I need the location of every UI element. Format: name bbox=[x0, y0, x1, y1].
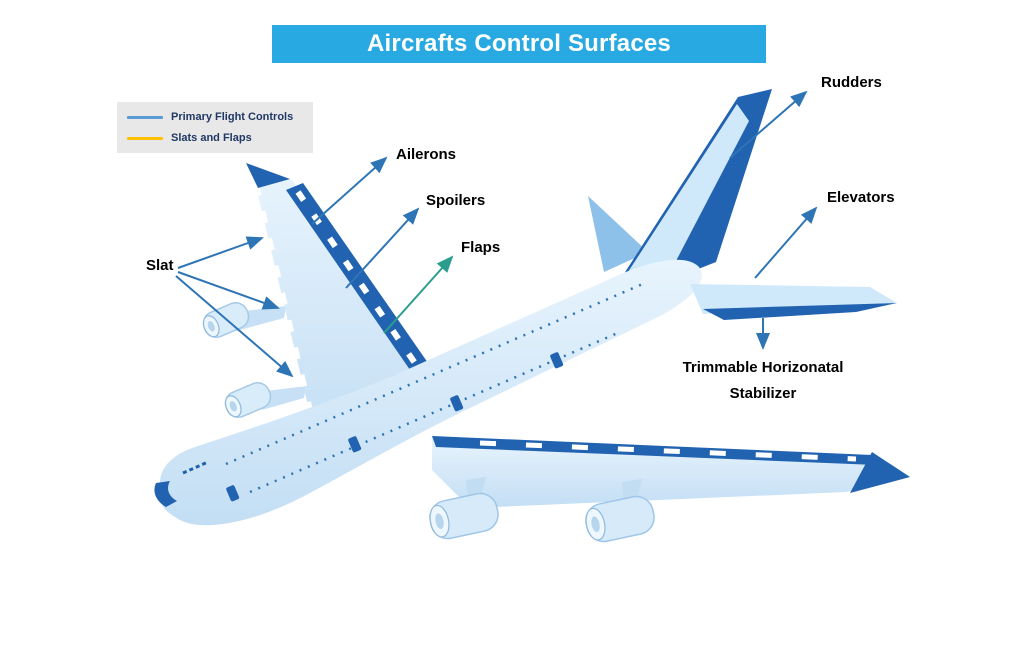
engine-pylon bbox=[236, 306, 286, 330]
fuselage-shape bbox=[159, 259, 702, 526]
aircraft-illustration bbox=[154, 89, 910, 543]
arrow-slat-1 bbox=[177, 236, 264, 269]
arrow-slat-2 bbox=[177, 271, 280, 310]
legend-item-primary-flight-controls: Primary Flight Controls bbox=[127, 111, 303, 123]
door-mark bbox=[450, 395, 464, 412]
port-stabilizer-shape bbox=[588, 196, 648, 272]
engine bbox=[429, 492, 499, 540]
port-wingtip bbox=[246, 163, 290, 188]
stabilizer-shape bbox=[690, 284, 897, 314]
label-flaps: Flaps bbox=[461, 239, 501, 256]
legend-label-slats-flaps: Slats and Flaps bbox=[171, 132, 252, 144]
arrow-elevators bbox=[754, 206, 818, 279]
arrow-ailerons bbox=[311, 156, 388, 225]
door-mark bbox=[550, 352, 564, 369]
engine bbox=[224, 382, 272, 418]
cockpit-windows bbox=[182, 460, 209, 475]
label-ailerons: Ailerons bbox=[396, 146, 457, 163]
engine bbox=[585, 495, 655, 543]
arrow-rudders bbox=[729, 90, 808, 159]
label-trimmable-horizontal-stabilizer: Trimmable Horizonatal Stabilizer bbox=[682, 359, 844, 402]
legend-line-primary bbox=[127, 115, 163, 119]
door-mark bbox=[348, 436, 362, 453]
annotation-arrows bbox=[175, 90, 818, 378]
arrow-flaps bbox=[383, 255, 454, 334]
legend-item-slats-and-flaps: Slats and Flaps bbox=[127, 132, 303, 144]
label-rudders: Rudders bbox=[821, 74, 882, 91]
door-mark bbox=[226, 485, 240, 502]
label-slat: Slat bbox=[146, 257, 174, 274]
vertical-fin-panel bbox=[628, 104, 749, 284]
starboard-wingtip bbox=[850, 452, 910, 493]
legend: Primary Flight Controls Slats and Flaps bbox=[117, 102, 313, 153]
label-spoilers: Spoilers bbox=[426, 192, 486, 209]
legend-label-primary: Primary Flight Controls bbox=[171, 111, 294, 123]
title-banner: Aircrafts Control Surfaces bbox=[272, 25, 766, 63]
legend-line-slats-flaps bbox=[127, 136, 163, 140]
page-title: Aircrafts Control Surfaces bbox=[367, 30, 671, 57]
arrow-spoilers bbox=[345, 207, 420, 289]
starboard-wing-slat-marks bbox=[479, 440, 857, 462]
arrow-slat-3 bbox=[175, 275, 294, 378]
starboard-wing-leading-stripe bbox=[432, 436, 876, 465]
label-elevators: Elevators bbox=[827, 189, 895, 206]
stabilizer-elevator-stripe bbox=[703, 303, 897, 320]
port-wing-flap-marks bbox=[295, 190, 435, 390]
nose-accent bbox=[154, 481, 177, 507]
